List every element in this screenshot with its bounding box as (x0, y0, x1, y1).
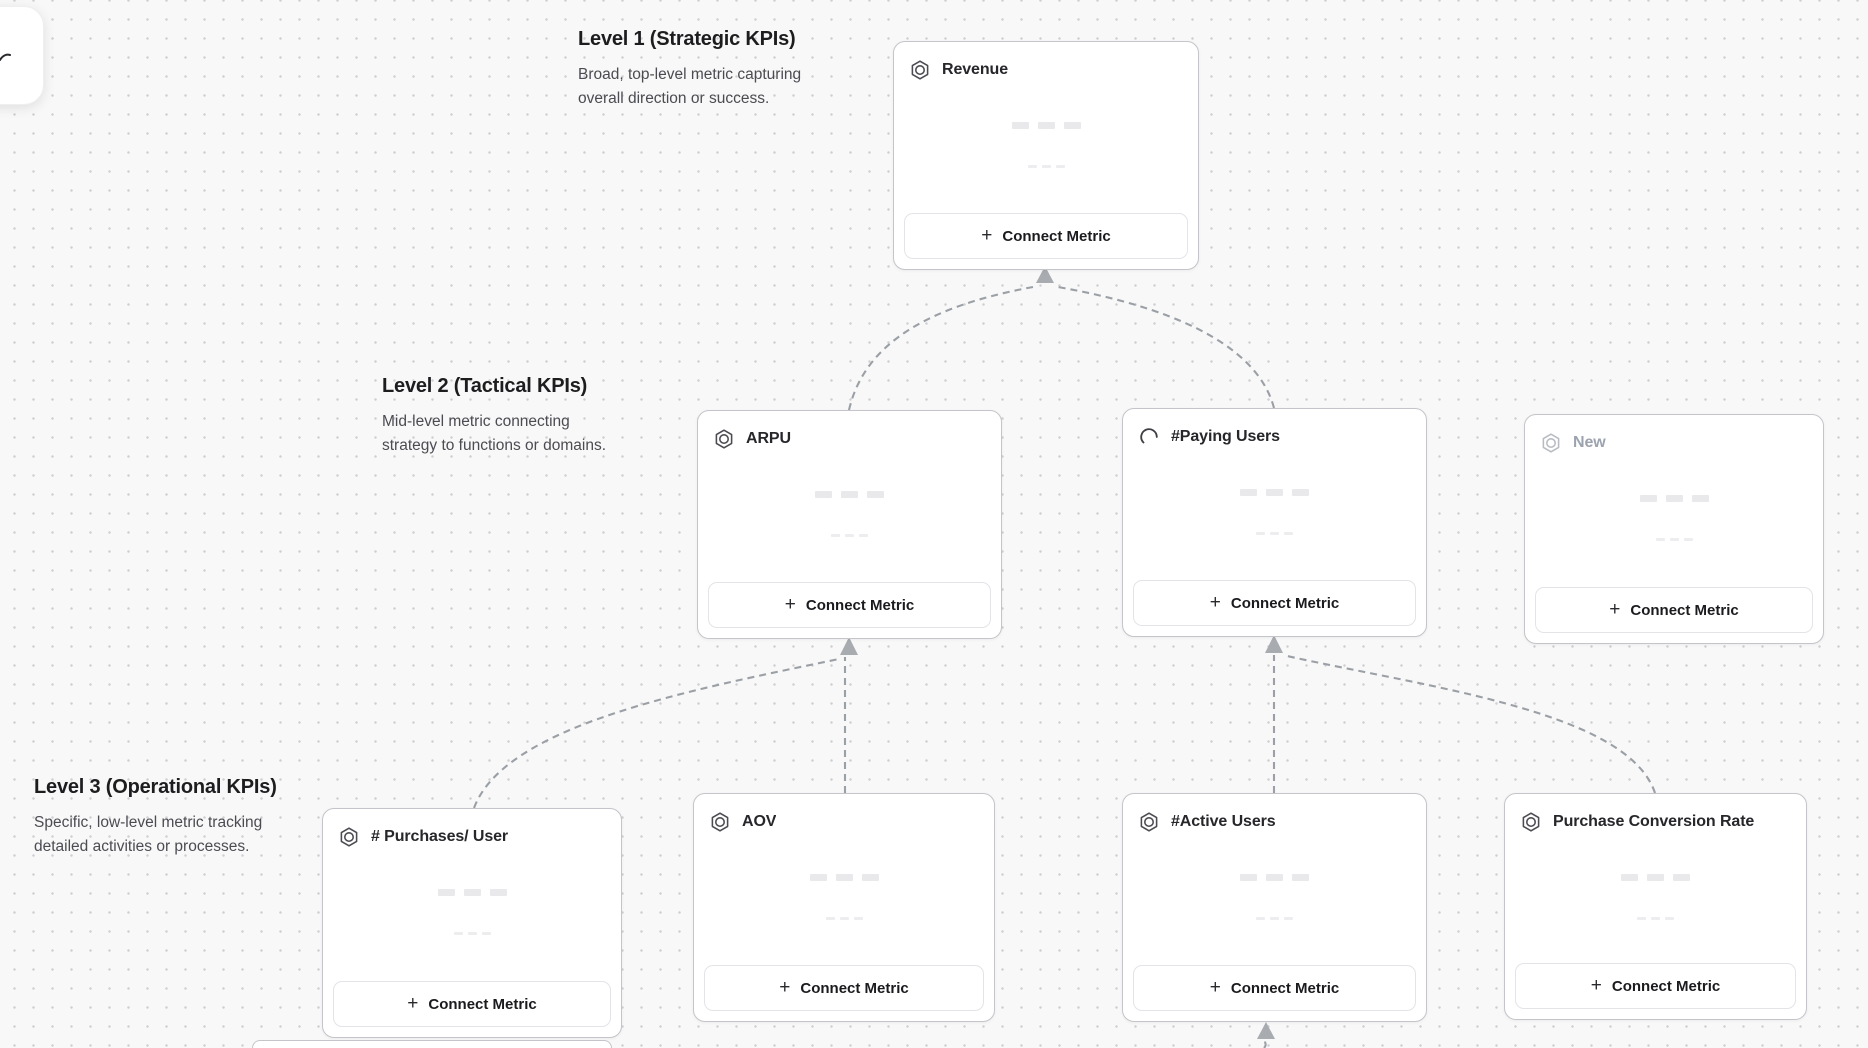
level-3-label: Level 3 (Operational KPIs) Specific, low… (34, 776, 277, 859)
connect-metric-button[interactable]: +Connect Metric (1515, 963, 1796, 1009)
metric-card-arpu[interactable]: ARPU +Connect Metric (697, 410, 1002, 639)
metric-skeleton (1505, 874, 1806, 920)
connector-path (1286, 654, 1656, 794)
metric-card-partial[interactable] (252, 1040, 612, 1048)
hexagon-badge-icon (1520, 811, 1542, 833)
canvas-toolbar-button[interactable] (0, 6, 44, 105)
hexagon-badge-icon (1138, 811, 1160, 833)
arrowhead-icon (1265, 635, 1283, 653)
hexagon-badge-icon (1540, 432, 1562, 454)
metric-card-aov[interactable]: AOV +Connect Metric (693, 793, 995, 1022)
plus-icon: + (1209, 976, 1221, 998)
metric-card-title: ARPU (746, 430, 791, 447)
metric-card-title: #Paying Users (1171, 428, 1280, 445)
connect-metric-button[interactable]: +Connect Metric (1133, 965, 1416, 1011)
metric-card-purchase-conversion-rate[interactable]: Purchase Conversion Rate +Connect Metric (1504, 793, 1807, 1020)
metric-card-active-users[interactable]: #Active Users +Connect Metric (1122, 793, 1427, 1022)
level-3-heading: Level 3 (Operational KPIs) (34, 776, 277, 798)
metric-card-title: # Purchases/ User (371, 828, 509, 845)
metric-skeleton (1123, 489, 1426, 535)
level-2-label: Level 2 (Tactical KPIs) Mid-level metric… (382, 375, 606, 458)
level-1-label: Level 1 (Strategic KPIs) Broad, top-leve… (578, 28, 801, 111)
hexagon-badge-icon (709, 811, 731, 833)
connect-metric-button[interactable]: +Connect Metric (1133, 580, 1416, 626)
metric-skeleton (1525, 495, 1823, 541)
metric-card-title: New (1573, 434, 1606, 451)
plus-icon: + (407, 992, 419, 1014)
plus-icon: + (1590, 974, 1602, 996)
connect-metric-button[interactable]: +Connect Metric (904, 213, 1188, 259)
metric-card-title: Purchase Conversion Rate (1553, 813, 1755, 830)
metric-card-purchases-per-user[interactable]: # Purchases/ User +Connect Metric (322, 808, 622, 1038)
metric-skeleton (894, 122, 1198, 168)
spinner-icon (1138, 426, 1160, 448)
metric-skeleton (323, 889, 621, 935)
plus-icon: + (784, 593, 796, 615)
connect-metric-button[interactable]: +Connect Metric (704, 965, 984, 1011)
connector-path (473, 657, 840, 809)
metric-skeleton (1123, 874, 1426, 920)
connect-metric-button[interactable]: +Connect Metric (708, 582, 991, 628)
level-2-heading: Level 2 (Tactical KPIs) (382, 375, 588, 397)
metric-skeleton (698, 491, 1001, 537)
hexagon-badge-icon (909, 59, 931, 81)
metric-card-title: AOV (742, 813, 777, 830)
metric-card-title: Revenue (942, 61, 1008, 78)
connect-metric-button[interactable]: +Connect Metric (333, 981, 611, 1027)
hexagon-badge-icon (338, 826, 360, 848)
connect-metric-button[interactable]: +Connect Metric (1535, 587, 1813, 633)
metric-card-new[interactable]: New +Connect Metric (1524, 414, 1824, 644)
plus-icon: + (1209, 591, 1221, 613)
metric-skeleton (694, 874, 994, 920)
metric-card-paying-users[interactable]: #Paying Users +Connect Metric (1122, 408, 1427, 637)
plus-icon: + (1609, 598, 1621, 620)
plus-icon: + (981, 224, 993, 246)
metric-card-revenue[interactable]: Revenue +Connect Metric (893, 41, 1199, 270)
arrowhead-icon (840, 637, 858, 655)
hexagon-badge-icon (713, 428, 735, 450)
connector-path (847, 285, 1034, 411)
connector-path (1263, 1038, 1267, 1048)
metric-card-title: #Active Users (1171, 813, 1276, 830)
level-1-heading: Level 1 (Strategic KPIs) (578, 28, 796, 50)
connector-path (1057, 285, 1276, 409)
arrowhead-icon (1257, 1022, 1275, 1039)
plus-icon: + (779, 976, 791, 998)
